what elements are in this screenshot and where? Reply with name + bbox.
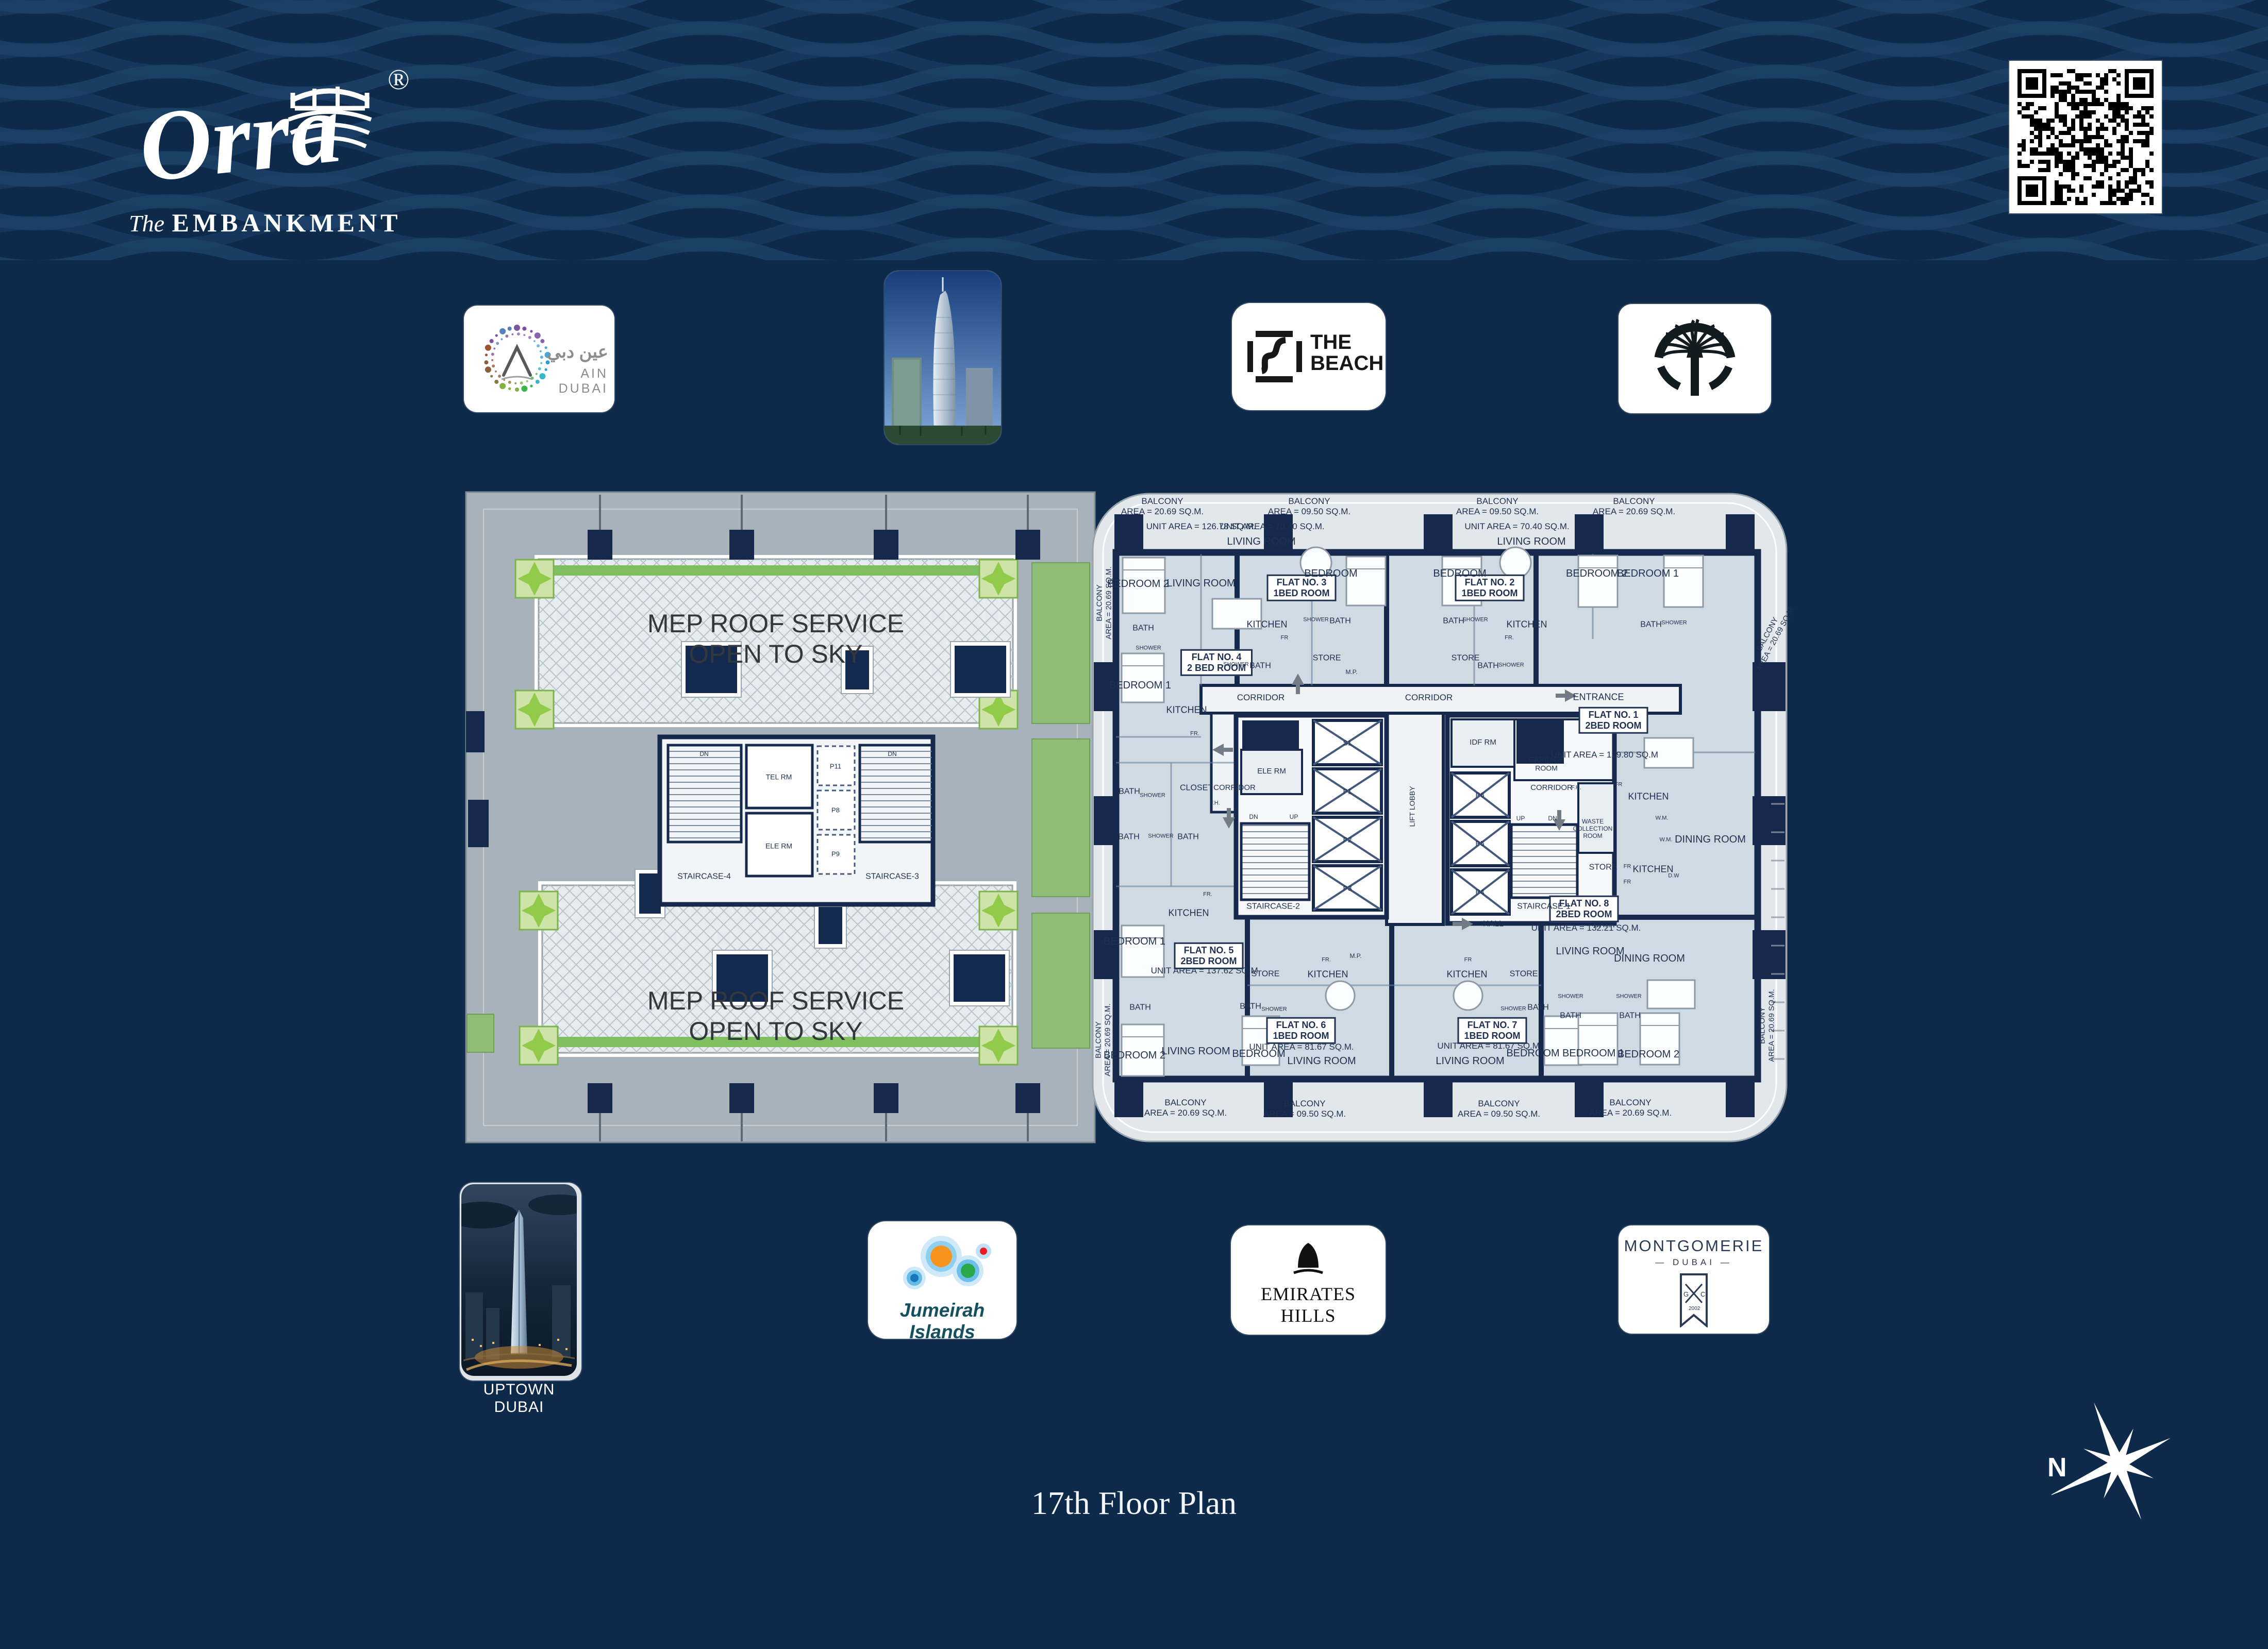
ain-dubai-card: عين دبي AIN DUBAI	[464, 306, 614, 412]
montgomerie-badge-g: G	[1683, 1290, 1689, 1298]
uptown-dubai-caption: UPTOWN DUBAI	[483, 1381, 555, 1416]
orra-logo: ® Orra The EMBANKMENT	[129, 49, 418, 250]
jumeirah-islands-icon	[903, 1236, 991, 1289]
montgomerie-city: DUBAI	[1673, 1257, 1715, 1267]
uptown-dubai-photo	[461, 1184, 577, 1376]
palm-jumeirah-card	[1619, 304, 1771, 413]
compass-rose-icon	[2052, 1402, 2171, 1520]
montgomerie-dash-right: —	[1720, 1257, 1732, 1267]
the-beach-label-line2: BEACH	[1310, 351, 1384, 375]
page-title: 17th Floor Plan	[1031, 1485, 1237, 1521]
qr-code	[2009, 61, 2162, 213]
ain-dubai-wheel-icon	[484, 325, 551, 392]
ain-dubai-latin: AIN DUBAI	[558, 366, 608, 396]
brand-name: Orra	[134, 72, 346, 204]
the-beach-label-line1: THE	[1310, 331, 1352, 354]
qr-code-card	[2009, 61, 2162, 213]
emirates-hills-icon	[1293, 1243, 1323, 1274]
floor-plan-drawing	[465, 491, 1788, 1143]
jumeirah-islands-label: Jumeirah Islands	[899, 1300, 985, 1342]
montgomerie-name: MONTGOMERIE	[1624, 1237, 1764, 1255]
montgomerie-card: MONTGOMERIE — DUBAI — G C 2002	[1619, 1225, 1769, 1334]
brand-tagline-embankment: EMBANKMENT	[172, 208, 402, 237]
almas-tower-photo	[885, 271, 1001, 444]
emirates-hills-card: EMIRATES HILLS	[1231, 1225, 1386, 1335]
almas-tower-photo-card	[885, 271, 1001, 444]
registered-mark: ®	[388, 64, 410, 96]
ain-dubai-arabic: عين دبي	[547, 342, 608, 362]
emirates-hills-label: EMIRATES HILLS	[1260, 1284, 1356, 1326]
montgomerie-dash-left: —	[1655, 1257, 1667, 1267]
montgomerie-badge-c: C	[1700, 1290, 1705, 1298]
compass-north-label: N	[2047, 1453, 2067, 1483]
bridge-icon	[288, 87, 372, 148]
the-beach-mark-icon	[1247, 331, 1302, 382]
brand-tagline-the: The	[129, 210, 164, 237]
montgomerie-pennant-icon: G C 2002	[1680, 1273, 1708, 1327]
montgomerie-badge-year: 2002	[1689, 1306, 1700, 1311]
compass: N	[2021, 1391, 2186, 1536]
the-beach-card: THE BEACH	[1232, 303, 1386, 410]
palm-jumeirah-icon	[1654, 318, 1736, 396]
uptown-dubai-photo-card	[460, 1183, 581, 1381]
jumeirah-islands-card: Jumeirah Islands	[868, 1221, 1016, 1342]
